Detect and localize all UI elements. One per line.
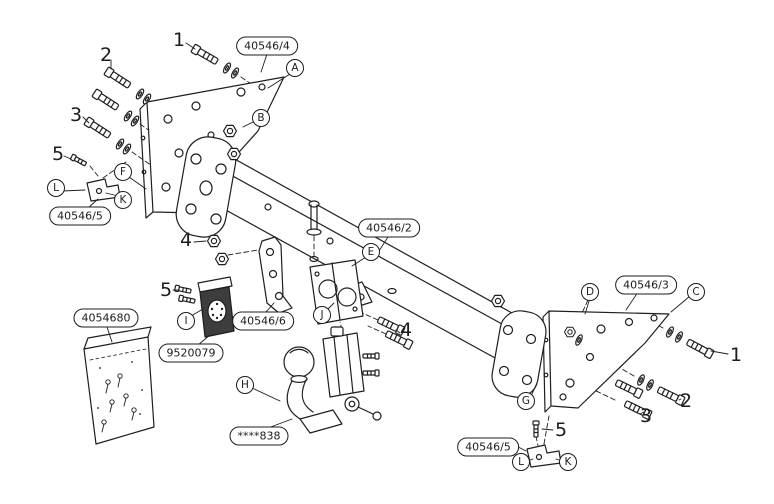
callout-5-middle: 5 bbox=[159, 279, 173, 301]
right-mounting-bracket bbox=[542, 310, 670, 413]
callout-4-right: 4 bbox=[399, 319, 413, 341]
nuts-item4-left bbox=[206, 234, 230, 266]
part-label-40546-3: 40546/3 bbox=[615, 275, 677, 295]
electrical-socket bbox=[197, 276, 235, 338]
part-label-40546-5-left: 40546/5 bbox=[49, 206, 111, 226]
right-beam-flange bbox=[491, 310, 547, 398]
callout-F: F bbox=[114, 163, 132, 181]
callout-L-right: L bbox=[512, 453, 530, 471]
towball-assembly bbox=[283, 326, 382, 434]
callout-A: A bbox=[286, 59, 304, 77]
callout-1-right: 1 bbox=[729, 344, 743, 366]
screw-item5-topleft bbox=[69, 153, 88, 168]
towball-ball bbox=[283, 346, 315, 378]
part-label-40546-4: 40546/4 bbox=[236, 36, 298, 56]
clamp-bracket-left bbox=[86, 178, 121, 202]
center-stud-bolt bbox=[306, 200, 322, 236]
screws-item5-middle bbox=[173, 284, 196, 305]
callout-K-left: K bbox=[114, 191, 132, 209]
part-label-40546-2: 40546/2 bbox=[358, 218, 420, 238]
callout-5-topleft: 5 bbox=[51, 143, 65, 165]
callout-D: D bbox=[581, 283, 599, 301]
callout-L-left: L bbox=[47, 179, 65, 197]
callout-K-right: K bbox=[559, 453, 577, 471]
callout-5-right: 5 bbox=[554, 419, 568, 441]
part-label-40546-5-right: 40546/5 bbox=[457, 437, 519, 457]
hardware-bag bbox=[83, 326, 155, 445]
callout-B: B bbox=[252, 109, 270, 127]
callout-2-topleft: 2 bbox=[99, 44, 113, 66]
part-label-40546-6: 40546/6 bbox=[232, 311, 294, 331]
callout-J: J bbox=[313, 306, 331, 324]
callout-1-top: 1 bbox=[172, 29, 186, 51]
part-label-4054680: 4054680 bbox=[73, 308, 139, 328]
side-bracket bbox=[258, 236, 293, 314]
callout-3-topleft: 3 bbox=[69, 104, 83, 126]
callout-I: I bbox=[177, 312, 195, 330]
bolt-item1-top bbox=[190, 43, 241, 80]
screw-item5-right bbox=[532, 420, 540, 438]
callout-3-right: 3 bbox=[639, 405, 653, 427]
callout-G: G bbox=[517, 392, 535, 410]
callout-2-right: 2 bbox=[679, 390, 693, 412]
callout-E: E bbox=[362, 243, 380, 261]
lock-and-key bbox=[344, 396, 382, 421]
left-beam-flange bbox=[175, 136, 237, 238]
callout-H: H bbox=[236, 376, 254, 394]
clamp-bracket-right bbox=[526, 444, 562, 468]
crossbar-beam bbox=[208, 151, 513, 365]
callout-C: C bbox=[687, 283, 705, 301]
part-label-9520079: 9520079 bbox=[158, 343, 224, 363]
part-label-838: ****838 bbox=[229, 426, 289, 446]
callout-4-left: 4 bbox=[179, 229, 193, 251]
